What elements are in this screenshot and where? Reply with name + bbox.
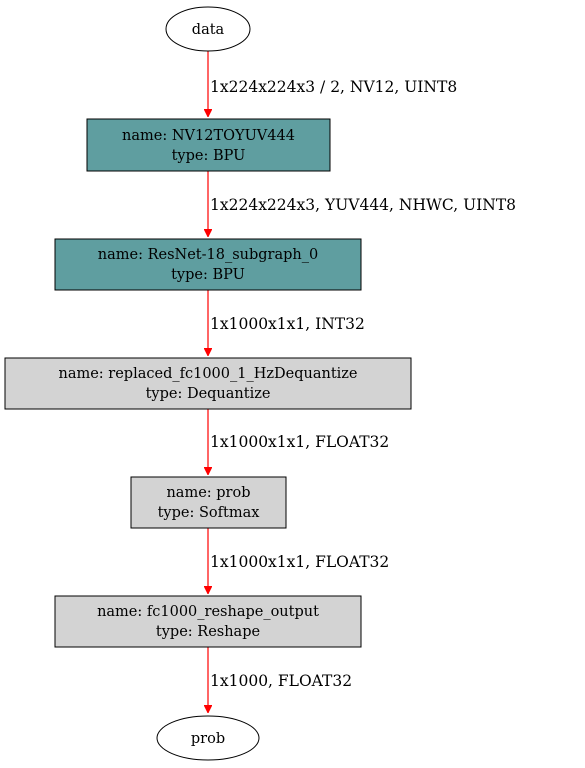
node-name: name: ResNet-18_subgraph_0: [98, 247, 318, 263]
edge-label: 1x1000x1x1, INT32: [210, 315, 365, 333]
edge-label: 1x1000, FLOAT32: [210, 672, 352, 690]
edge-softmax-to-reshape: 1x1000x1x1, FLOAT32: [208, 528, 389, 594]
edge-data-to-nv12: 1x224x224x3 / 2, NV12, UINT8: [208, 51, 457, 117]
output-ellipse: [156, 715, 260, 761]
node-box: [4, 357, 412, 410]
edge-dequant-to-softmax: 1x1000x1x1, FLOAT32: [208, 409, 389, 475]
input-node-data[interactable]: data: [165, 6, 251, 52]
input-label: data: [192, 22, 225, 38]
node-name: name: prob: [166, 485, 250, 501]
node-type: type: BPU: [171, 267, 245, 283]
node-softmax-prob[interactable]: name: prob type: Softmax: [130, 476, 287, 529]
node-box: [54, 238, 362, 291]
edge-label: 1x224x224x3 / 2, NV12, UINT8: [210, 78, 457, 96]
node-name: name: fc1000_reshape_output: [97, 604, 319, 620]
node-hzdequantize[interactable]: name: replaced_fc1000_1_HzDequantize typ…: [4, 357, 412, 410]
node-name: name: replaced_fc1000_1_HzDequantize: [58, 366, 357, 382]
edge-nv12-to-resnet: 1x224x224x3, YUV444, NHWC, UINT8: [208, 171, 516, 237]
edge-label: 1x1000x1x1, FLOAT32: [210, 553, 389, 571]
node-box: [54, 595, 362, 648]
edge-label: 1x1000x1x1, FLOAT32: [210, 433, 389, 451]
node-name: name: NV12TOYUV444: [122, 128, 295, 144]
node-nv12toyuv444[interactable]: name: NV12TOYUV444 type: BPU: [86, 118, 331, 172]
edge-reshape-to-prob: 1x1000, FLOAT32: [208, 647, 352, 713]
node-type: type: Softmax: [158, 505, 260, 521]
node-box: [130, 476, 287, 529]
node-type: type: BPU: [172, 148, 246, 164]
output-node-prob[interactable]: prob: [156, 715, 260, 761]
output-label: prob: [191, 731, 225, 747]
node-resnet-18-subgraph-0[interactable]: name: ResNet-18_subgraph_0 type: BPU: [54, 238, 362, 291]
edge-resnet-to-dequant: 1x1000x1x1, INT32: [208, 290, 365, 356]
input-ellipse: [165, 6, 251, 52]
node-box: [86, 118, 331, 172]
node-fc1000-reshape-output[interactable]: name: fc1000_reshape_output type: Reshap…: [54, 595, 362, 648]
node-type: type: Reshape: [156, 624, 260, 640]
node-type: type: Dequantize: [146, 386, 271, 402]
edge-label: 1x224x224x3, YUV444, NHWC, UINT8: [210, 196, 516, 214]
